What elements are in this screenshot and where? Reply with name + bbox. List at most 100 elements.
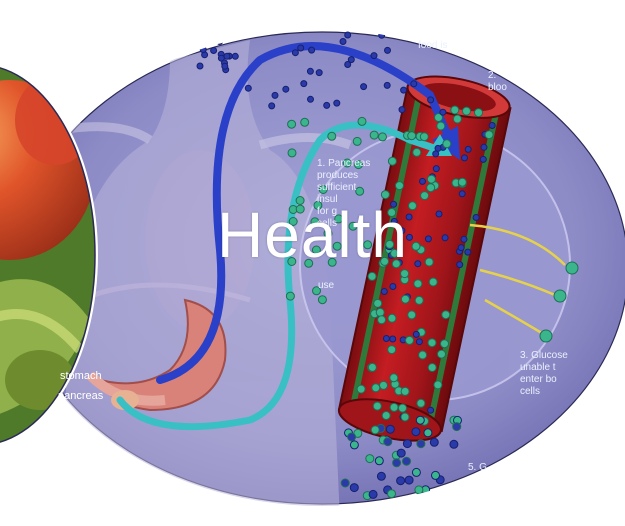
glucose-molecule (427, 175, 435, 183)
insulin-molecule (393, 459, 401, 467)
glucose-molecule (451, 106, 459, 114)
glucose-molecule (288, 258, 296, 266)
insulin-molecule (324, 102, 330, 108)
glucose-molecule (475, 109, 483, 117)
glucose-molecule (388, 157, 396, 165)
insulin-molecule (413, 331, 419, 337)
glucose-molecule (415, 486, 423, 494)
glucose-molecule (416, 416, 424, 424)
insulin-molecule (232, 53, 238, 59)
glucose-molecule (381, 257, 389, 265)
insulin-molecule (381, 289, 387, 295)
insulin-molecule (399, 107, 405, 113)
glucose-molecule (399, 404, 407, 412)
glucose-molecule (388, 209, 396, 217)
label-glucose-unable: 3. Glucose unable t enter bo cells (520, 350, 568, 398)
insulin-molecule (384, 438, 392, 446)
glucose-molecule (408, 311, 416, 319)
insulin-molecule (428, 97, 434, 103)
glucose-molecule (452, 488, 460, 496)
glucose-molecule (368, 272, 376, 280)
insulin-molecule (459, 191, 465, 197)
insulin-molecule (345, 32, 351, 38)
glucose-molecule (353, 137, 361, 145)
glucose-molecule (350, 441, 358, 449)
insulin-molecule (390, 284, 396, 290)
glucose-molecule (390, 374, 398, 382)
insulin-molecule (406, 214, 412, 220)
glucose-molecule (373, 402, 381, 410)
insulin-molecule (386, 425, 394, 433)
glucose-molecule (390, 403, 398, 411)
glucose-molecule (375, 457, 383, 465)
glucose-molecule (372, 384, 380, 392)
glucose-molecule (357, 385, 365, 393)
insulin-molecule (428, 407, 434, 413)
insulin-molecule (361, 84, 367, 90)
label-food: food is (418, 40, 447, 52)
insulin-molecule (308, 96, 314, 102)
glucose-molecule (417, 399, 425, 407)
insulin-molecule (465, 146, 471, 152)
glucose-molecule (328, 132, 336, 140)
glucose-molecule (380, 381, 388, 389)
insulin-molecule (417, 440, 425, 448)
glucose-molecule (358, 117, 366, 125)
glucose-molecule (382, 412, 390, 420)
insulin-molecule (390, 336, 396, 342)
insulin-molecule (334, 100, 340, 106)
insulin-molecule (433, 151, 439, 157)
insulin-molecule (272, 92, 278, 98)
glucose-molecule (288, 149, 296, 157)
label-stomach: stomach (60, 370, 102, 382)
glucose-molecule (441, 340, 449, 348)
label-use: use (318, 280, 334, 292)
glucose-molecule (406, 336, 414, 344)
insulin-molecule (397, 477, 405, 485)
insulin-molecule (397, 449, 405, 457)
insulin-molecule (385, 47, 391, 53)
glucose-molecule (408, 132, 416, 140)
insulin-molecule (340, 39, 346, 45)
glucose-molecule (421, 192, 429, 200)
glucose-molecule (420, 133, 428, 141)
insulin-molecule (403, 440, 411, 448)
insulin-molecule (298, 45, 304, 51)
insulin-molecule (399, 228, 405, 234)
glucose-molecule (286, 292, 294, 300)
glucose-molecule (391, 249, 399, 257)
glucose-molecule (401, 270, 409, 278)
glucose-molecule (453, 115, 461, 123)
insulin-molecule (391, 201, 397, 207)
insulin-molecule (269, 103, 275, 109)
glucose-molecule (381, 191, 389, 199)
glucose-molecule (429, 278, 437, 286)
insulin-molecule (420, 178, 426, 184)
glucose-molecule (401, 295, 409, 303)
insulin-molecule (411, 81, 417, 87)
insulin-molecule (433, 166, 439, 172)
insulin-molecule (350, 484, 358, 492)
glucose-molecule (485, 131, 493, 139)
glucose-molecule (396, 182, 404, 190)
insulin-molecule (307, 68, 313, 74)
label-blood: 2. bloo (488, 70, 507, 94)
glucose-molecule (437, 492, 445, 500)
glucose-molecule (374, 299, 382, 307)
insulin-molecule (405, 476, 413, 484)
insulin-molecule (369, 490, 377, 498)
insulin-molecule (481, 144, 487, 150)
insulin-molecule (211, 48, 217, 54)
insulin-molecule (383, 336, 389, 342)
glucose-molecule (370, 131, 378, 139)
insulin-molecule (384, 82, 390, 88)
glucose-molecule (324, 230, 332, 238)
glucose-molecule (364, 241, 372, 249)
glucose-molecule (442, 311, 450, 319)
glucose-molecule (427, 184, 435, 192)
glucose-molecule (453, 495, 461, 503)
glucose-molecule (301, 118, 309, 126)
insulin-molecule (222, 63, 228, 69)
glucose-molecule (296, 205, 304, 213)
